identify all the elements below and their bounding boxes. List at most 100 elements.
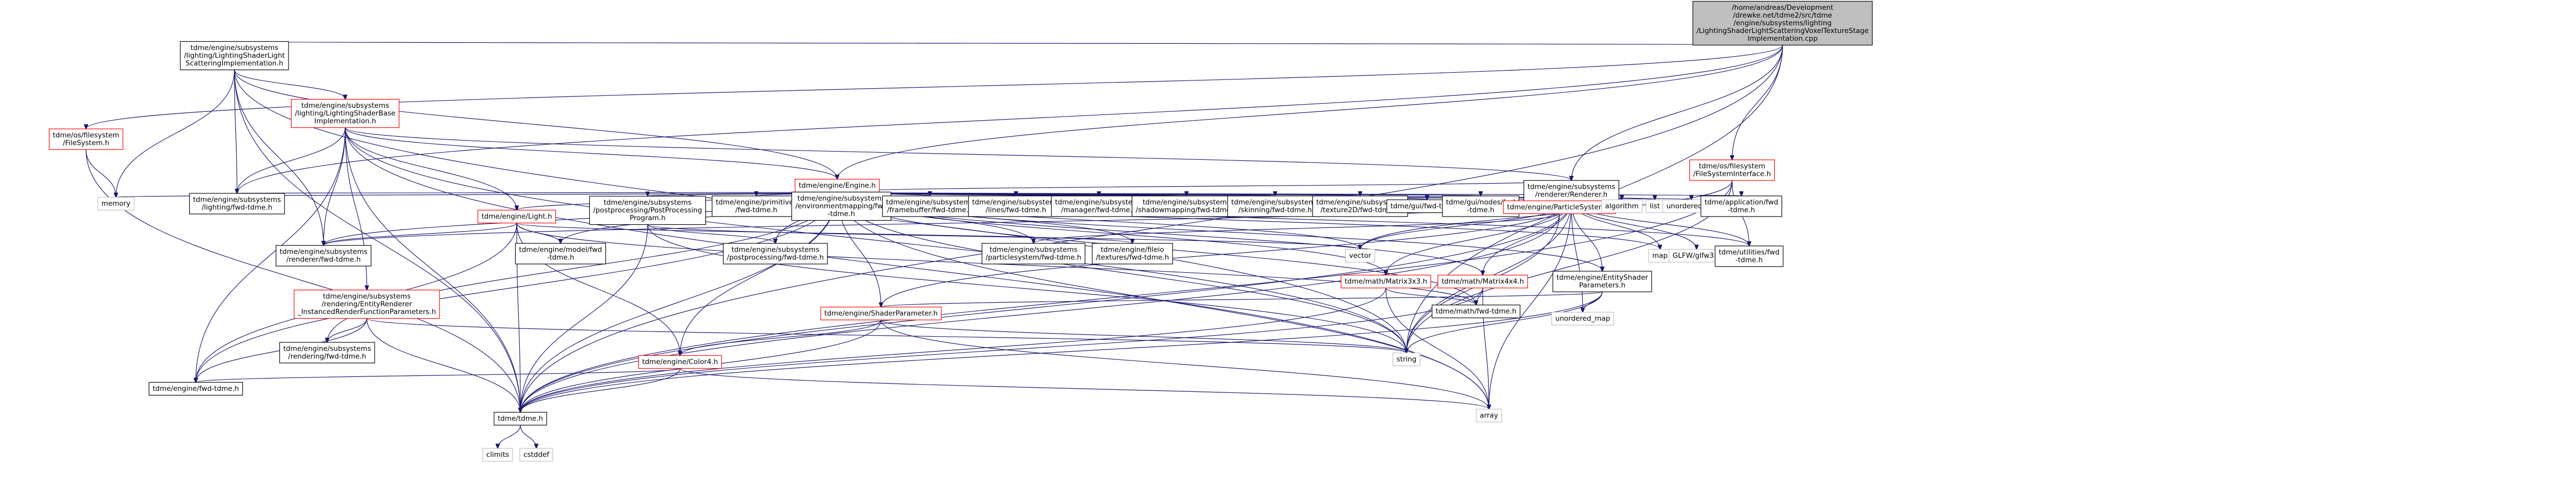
node-label: /texture2D/fwd-tdme.h <box>1320 206 1400 214</box>
node-label: -tdme.h <box>1727 206 1755 214</box>
edge-color4-to-enginefwd <box>196 368 681 383</box>
node-label: /lighting/LightingShaderLight <box>184 52 285 60</box>
edge-lsb-to-renderer <box>345 127 1571 181</box>
node-shparam[interactable]: tdme/engine/ShaderParameter.h <box>820 306 942 321</box>
node-label: /manager/fwd-tdme.h <box>1061 206 1137 214</box>
node-lsi[interactable]: tdme/engine/subsystems/lighting/Lighting… <box>180 41 289 71</box>
node-box <box>968 195 1064 217</box>
edge-renderer-to-m3 <box>1386 201 1572 275</box>
node-label: tdme/engine/ParticleSystem.h <box>1507 203 1612 211</box>
node-label: /LightingShaderLightScatteringVoxelTextu… <box>1697 27 1869 35</box>
node-label: tdme/utilities/fwd <box>1719 249 1780 257</box>
node-enginefwd[interactable]: tdme/engine/fwd-tdme.h <box>148 382 243 396</box>
edge-renderer-to-tdme <box>520 201 1572 412</box>
node-root[interactable]: /home/andreas/Development/drewke.net/tdm… <box>1692 1 1873 46</box>
edge-renderer-to-umap <box>1571 201 1583 312</box>
node-smfwd[interactable]: tdme/engine/subsystems/shadowmapping/fwd… <box>1131 195 1242 217</box>
node-label: /FileSystemInterface.h <box>1693 170 1771 178</box>
node-lightfwd[interactable]: tdme/engine/subsystems/lighting/fwd-tdme… <box>189 193 285 214</box>
edge-engine-to-renderer <box>837 180 1571 193</box>
edge-esp-to-string <box>1406 291 1603 353</box>
node-box <box>189 193 285 214</box>
node-box <box>1551 311 1614 326</box>
node-label: /renderer/Renderer.h <box>1535 191 1607 199</box>
node-box <box>1131 195 1242 217</box>
node-fbfwd[interactable]: tdme/engine/subsystems/framebuffer/fwd-t… <box>882 195 978 217</box>
node-utilfwd[interactable]: tdme/utilities/fwd-tdme.h <box>1715 245 1784 267</box>
node-label: tdme/engine/subsystems <box>798 194 885 203</box>
node-label: ScatteringImplementation.h <box>185 59 283 68</box>
edge-lsi-to-engine <box>234 70 837 179</box>
node-label: tdme/engine/ShaderParameter.h <box>824 309 938 318</box>
node-linesfwd[interactable]: tdme/engine/subsystems/lines/fwd-tdme.h <box>968 195 1064 217</box>
node-tdme[interactable]: tdme/tdme.h <box>494 411 547 426</box>
node-box <box>1646 199 1664 213</box>
node-envfwd[interactable]: tdme/engine/subsystems/environmentmappin… <box>791 191 891 221</box>
node-box <box>279 342 375 364</box>
node-box <box>1051 195 1147 217</box>
node-fsi[interactable]: tdme/os/filesystem/FileSystemInterface.h <box>1689 159 1775 181</box>
dependency-nodes: /home/andreas/Development/drewke.net/tdm… <box>48 1 1873 462</box>
node-renderingfwd[interactable]: tdme/engine/subsystems/rendering/fwd-tdm… <box>279 342 375 364</box>
node-mgrfwd[interactable]: tdme/engine/subsystems/manager/fwd-tdme.… <box>1051 195 1147 217</box>
node-primfwd[interactable]: tdme/engine/primitives/fwd-tdme.h <box>711 195 801 217</box>
node-box <box>981 243 1086 265</box>
edge-color4-to-tdme <box>520 368 681 412</box>
edge-engine-to-appfwd <box>837 192 1741 196</box>
node-modelfwd[interactable]: tdme/engine/model/fwd-tdme.h <box>515 243 606 265</box>
node-label: /environmentmapping/fwd <box>795 202 888 210</box>
node-box <box>180 41 289 71</box>
node-mathfwd[interactable]: tdme/math/fwd-tdme.h <box>1431 304 1521 319</box>
node-label: tdme/math/Matrix4x4.h <box>1442 277 1524 286</box>
node-label: -tdme.h <box>547 254 574 262</box>
node-renderer[interactable]: tdme/engine/subsystems/renderer/Renderer… <box>1523 180 1619 202</box>
node-box <box>1552 271 1652 292</box>
node-partsys[interactable]: tdme/engine/ParticleSystem.h <box>1503 200 1616 214</box>
node-label: /postprocessing/fwd-tdme.h <box>727 254 824 262</box>
node-irf[interactable]: tdme/engine/subsystems/rendering/EntityR… <box>294 289 440 319</box>
edge-tdme-to-cstddef <box>520 425 536 449</box>
node-label: tdme/tdme.h <box>498 415 543 423</box>
node-label: Implementation.h <box>314 117 376 125</box>
node-m3[interactable]: tdme/math/Matrix3x3.h <box>1341 274 1431 289</box>
edge-m3-to-tdme <box>520 288 1386 412</box>
node-texfwd[interactable]: tdme/engine/fileio/textures/fwd-tdme.h <box>1092 243 1173 265</box>
node-m4[interactable]: tdme/math/Matrix4x4.h <box>1437 274 1528 289</box>
node-label: /FileSystem.h <box>63 139 109 147</box>
node-label: /particlesystem/fwd-tdme.h <box>986 254 1081 262</box>
edge-tdme-to-climits <box>498 425 521 449</box>
node-light[interactable]: tdme/engine/Light.h <box>477 209 556 224</box>
node-ppfwd[interactable]: tdme/engine/subsystems/postprocessing/fw… <box>723 243 828 265</box>
node-label: map <box>1652 252 1668 260</box>
edge-shparam-to-color4 <box>680 320 882 356</box>
edge-lsb-to-array <box>345 127 1489 409</box>
node-pp[interactable]: tdme/engine/subsystems/postprocessing/Po… <box>589 195 706 225</box>
node-box <box>48 128 124 150</box>
node-engine[interactable]: tdme/engine/Engine.h <box>794 178 880 193</box>
node-lsb[interactable]: tdme/engine/subsystems/lighting/Lighting… <box>291 98 400 128</box>
node-algorithm: algorithm <box>1601 199 1643 213</box>
edge-root-to-fsi <box>1732 45 1783 160</box>
node-map: map <box>1648 249 1672 263</box>
node-box <box>1692 1 1873 46</box>
edge-light-to-rendfwd <box>324 222 517 246</box>
node-box <box>638 355 722 369</box>
edge-root-to-renderer <box>1571 45 1783 181</box>
node-box <box>1601 199 1643 213</box>
node-rendfwd[interactable]: tdme/engine/subsystems/renderer/fwd-tdme… <box>276 245 371 267</box>
node-vector: vector <box>1345 249 1376 263</box>
node-label: tdme/engine/fileio <box>1100 246 1164 254</box>
node-skfwd[interactable]: tdme/engine/subsystems/skinning/fwd-tdme… <box>1227 195 1323 217</box>
node-glfw: GLFW/glfw3.h <box>1668 249 1725 263</box>
edge-engine-to-tdme <box>520 192 838 412</box>
node-label: _InstancedRenderFunctionParameters.h <box>297 308 436 316</box>
node-appfwd[interactable]: tdme/application/fwd-tdme.h <box>1700 195 1783 217</box>
node-fs[interactable]: tdme/os/filesystem/FileSystem.h <box>48 128 124 150</box>
node-label: tdme/engine/subsystems <box>1316 199 1404 207</box>
node-psfwd[interactable]: tdme/engine/subsystems/particlesystem/fw… <box>981 243 1086 265</box>
node-cstddef: cstddef <box>519 448 553 462</box>
node-color4[interactable]: tdme/engine/Color4.h <box>638 355 722 369</box>
node-box <box>1700 195 1783 217</box>
edge-engine-to-string <box>837 192 1406 353</box>
